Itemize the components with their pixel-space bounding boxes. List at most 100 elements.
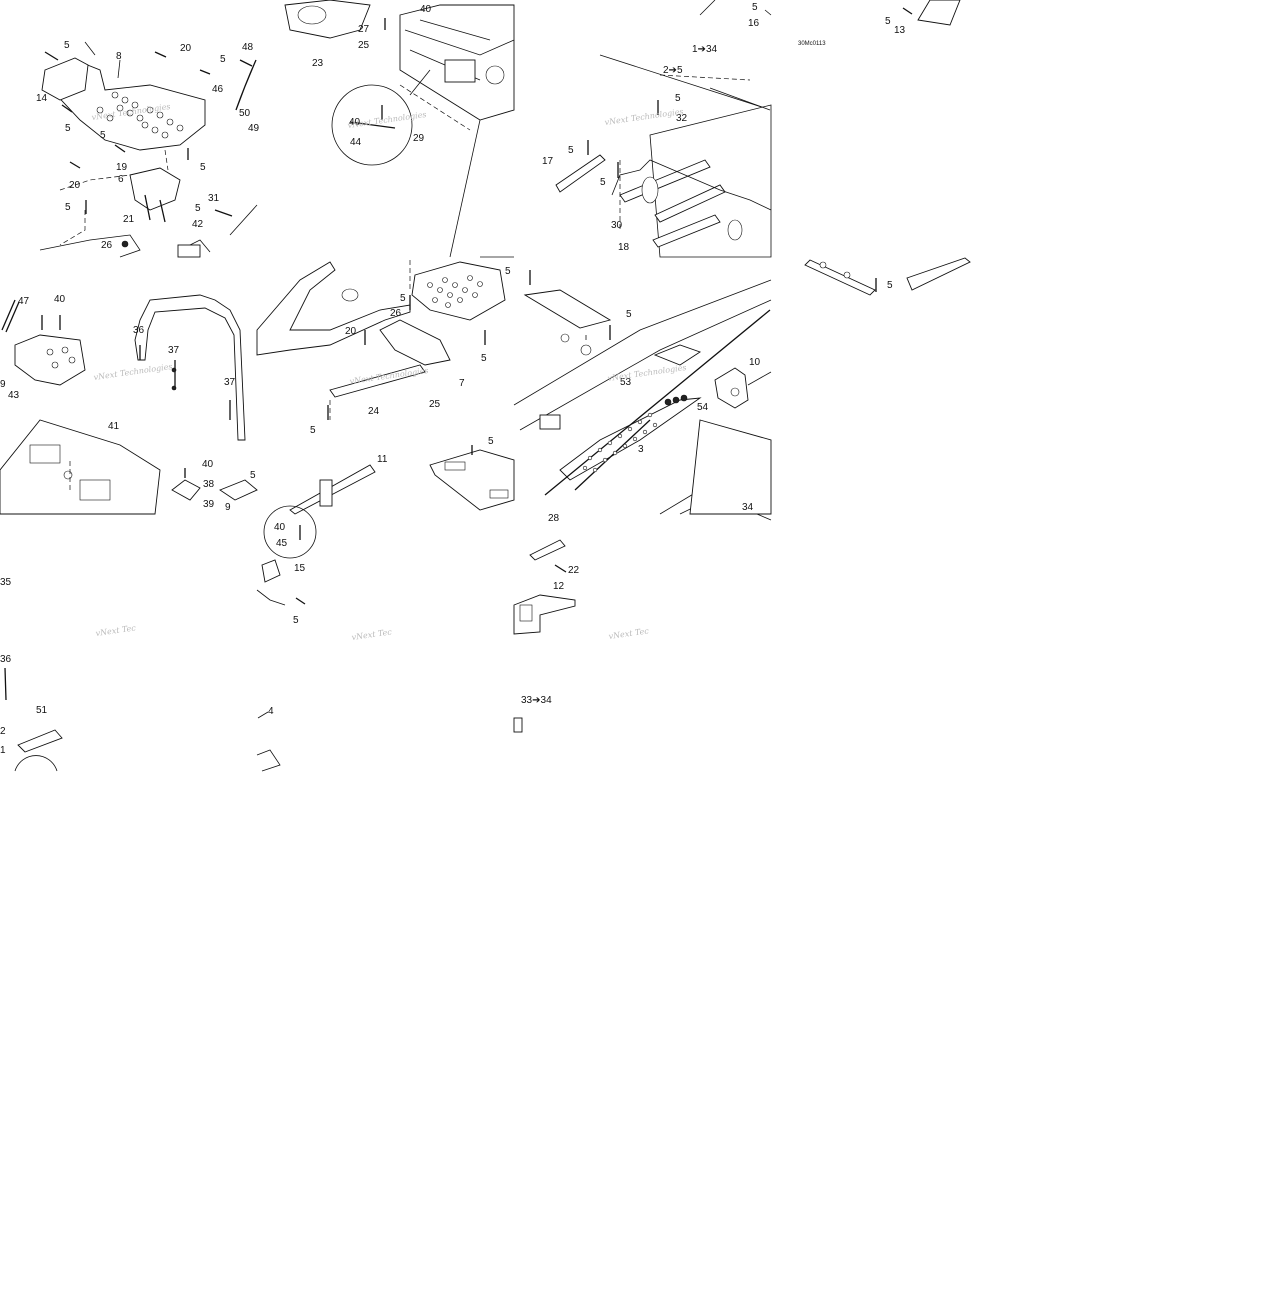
tile-lower-left (4, 667, 63, 772)
callout-20: 20 (345, 326, 357, 337)
support-bracket-part-7 (379, 319, 451, 366)
callout-33-34: 33➔34 (521, 695, 552, 706)
callout-51: 51 (36, 705, 48, 716)
callout-5: 5 (250, 470, 256, 481)
clip-part (177, 244, 201, 258)
block-part (513, 717, 523, 733)
callout-24: 24 (368, 406, 380, 417)
callout-37: 37 (224, 377, 236, 388)
callout-38: 38 (203, 479, 215, 490)
callout-43: 43 (8, 390, 20, 401)
callout-5: 5 (675, 93, 681, 104)
tile-tunnel-runboard (513, 270, 772, 521)
callout-5: 5 (220, 54, 226, 65)
callout-5: 5 (885, 16, 891, 27)
watermarks: vNext Technologies vNext Technologies vN… (91, 102, 687, 642)
footrest-bracket-part (49, 61, 206, 151)
callout-1-34: 1➔34 (692, 44, 718, 55)
plate-part-28 (529, 539, 566, 561)
callout-5: 5 (568, 145, 574, 156)
callout-5: 5 (100, 130, 106, 141)
callout-20: 20 (180, 43, 192, 54)
callout-6: 6 (118, 174, 124, 185)
tile-upper-plate (284, 0, 515, 258)
callout-5: 5 (400, 293, 406, 304)
callout-36: 36 (133, 325, 145, 336)
detail-circle-lower (14, 755, 58, 772)
bracket-part-51 (17, 729, 63, 753)
callout-labels: 5 8 20 5 48 46 14 50 49 5 5 19 5 6 20 31… (0, 2, 906, 756)
callout-5: 5 (600, 177, 606, 188)
watermark: vNext Tec (95, 623, 137, 638)
bracket-part-13 (917, 0, 961, 26)
callout-25: 25 (358, 40, 370, 51)
callout-9: 9 (225, 502, 231, 513)
callout-5: 5 (310, 425, 316, 436)
callout-41: 41 (108, 421, 120, 432)
tile-lower-right (513, 539, 576, 733)
callout-50: 50 (239, 108, 251, 119)
callout-31: 31 (208, 193, 220, 204)
rail-part-17 (555, 154, 606, 193)
callout-23: 23 (312, 58, 324, 69)
tunnel-window-part (539, 414, 561, 430)
callout-35: 35 (0, 577, 12, 588)
rail-part-18 (652, 214, 721, 248)
callout-45: 45 (276, 538, 288, 549)
watermark: vNext Technologies (607, 363, 687, 383)
callout-21: 21 (123, 214, 135, 225)
callout-46: 46 (212, 84, 224, 95)
callout-5: 5 (505, 266, 511, 277)
slide-rail-part (804, 259, 876, 296)
callout-1: 1 (0, 745, 6, 756)
footboard-plate-part (429, 449, 515, 511)
rubber-strip-part (906, 257, 971, 291)
callout-32: 32 (676, 113, 688, 124)
tile-rail-end (804, 257, 971, 296)
callout-25: 25 (429, 399, 441, 410)
clip-part-9 (219, 479, 258, 501)
running-board-rail-part (256, 261, 411, 356)
callout-42: 42 (192, 219, 204, 230)
watermark: vNext Tec (351, 627, 393, 642)
callout-27: 27 (358, 24, 370, 35)
callout-7: 7 (459, 378, 465, 389)
callout-5: 5 (64, 40, 70, 51)
callout-5: 5 (65, 123, 71, 134)
callout-10: 10 (749, 357, 761, 368)
tile-lower-middle (256, 505, 317, 772)
tile-corner (764, 0, 961, 26)
callout-15: 15 (294, 563, 306, 574)
callout-16: 16 (748, 18, 760, 29)
callout-20: 20 (69, 180, 81, 191)
callout-39: 9 (0, 379, 6, 390)
callout-53: 53 (620, 377, 632, 388)
hinge-bracket-part (129, 167, 181, 211)
trim-clip-part (319, 479, 333, 507)
callout-34: 34 (742, 502, 754, 513)
detail-circle-upper (331, 84, 413, 166)
callout-28: 28 (548, 513, 560, 524)
tile-footrest-bracket (39, 41, 258, 258)
bolt-glyphs-tile1 (44, 51, 253, 217)
slide-track-part (523, 289, 612, 329)
clip-part-15 (261, 559, 281, 583)
callout-22: 22 (568, 565, 580, 576)
base-panel-part-41 (0, 419, 161, 515)
seat-bracket-part-43 (14, 334, 86, 386)
tile-seat-base (0, 294, 258, 515)
callout-40: 40 (202, 459, 214, 470)
callout-5: 5 (887, 280, 893, 291)
callout-12: 12 (553, 581, 565, 592)
callout-40: 40 (420, 4, 432, 15)
callout-5: 5 (488, 436, 494, 447)
callout-3: 3 (638, 444, 644, 455)
tube-frame-part (134, 294, 246, 441)
callout-13: 13 (894, 25, 906, 36)
watermark: vNext Technologies (349, 366, 429, 386)
callout-5: 5 (65, 202, 71, 213)
callout-19: 19 (116, 162, 128, 173)
callout-47: 47 (18, 296, 30, 307)
callout-26: 26 (101, 240, 113, 251)
